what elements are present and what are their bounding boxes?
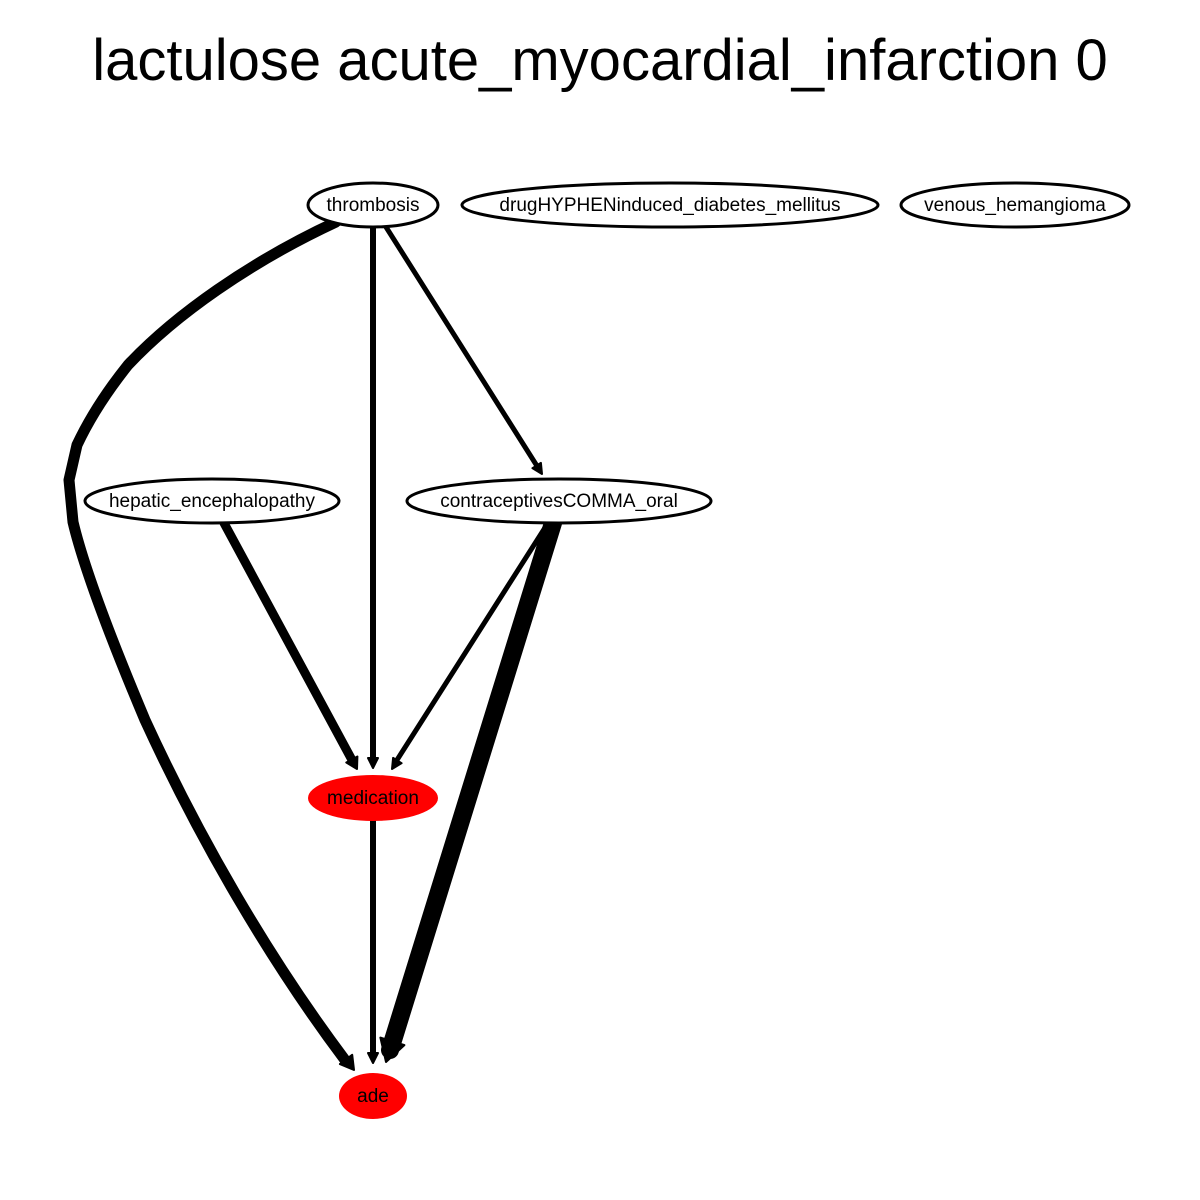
node-shape bbox=[460, 181, 880, 229]
node-label: contraceptivesCOMMA_oral bbox=[440, 491, 678, 512]
node-contraceptives_oral: contraceptivesCOMMA_oral bbox=[405, 477, 713, 525]
edge-arrowhead bbox=[379, 1036, 406, 1063]
graph-title: lactulose acute_myocardial_infarction 0 bbox=[92, 28, 1108, 93]
node-label: venous_hemangioma bbox=[924, 195, 1106, 216]
edge-line bbox=[219, 518, 357, 765]
edge-line bbox=[394, 520, 551, 763]
edge-arrowhead bbox=[367, 757, 379, 769]
edge-arrowhead bbox=[338, 1053, 355, 1071]
node-label: medication bbox=[327, 788, 419, 809]
node-ade: ade bbox=[339, 1073, 407, 1119]
node-venous_hemangioma: venous_hemangioma bbox=[899, 181, 1131, 229]
node-shape bbox=[83, 477, 341, 525]
edge-thrombosis-to-contraceptives_oral bbox=[383, 224, 543, 475]
nodes-layer: thrombosis drugHYPHENinduced_diabetes_mel… bbox=[83, 181, 1131, 1119]
node-label: thrombosis bbox=[327, 195, 420, 216]
edge-line bbox=[63, 216, 351, 1066]
edge-arrowhead bbox=[345, 755, 359, 770]
edge-arrowhead bbox=[367, 1052, 379, 1064]
node-shape bbox=[899, 181, 1131, 229]
edge-thrombosis-to-ade bbox=[63, 216, 355, 1071]
node-label: ade bbox=[357, 1086, 389, 1107]
node-shape bbox=[308, 775, 438, 821]
edge-arrowhead bbox=[391, 756, 403, 770]
edge-hepatic_encephalopathy-to-medication bbox=[219, 518, 359, 770]
node-label: hepatic_encephalopathy bbox=[109, 491, 316, 512]
node-shape bbox=[405, 477, 713, 525]
node-thrombosis: thrombosis bbox=[306, 181, 440, 229]
node-shape bbox=[339, 1073, 407, 1119]
edge-medication-to-ade bbox=[367, 818, 379, 1064]
node-shape bbox=[306, 181, 440, 229]
edge-line bbox=[381, 514, 562, 1059]
edge-contraceptives_oral-to-ade bbox=[379, 514, 562, 1063]
node-medication: medication bbox=[308, 775, 438, 821]
node-label: drugHYPHENinduced_diabetes_mellitus bbox=[499, 195, 840, 216]
edge-arrowhead bbox=[531, 461, 543, 475]
node-drug_induced_diabetes: drugHYPHENinduced_diabetes_mellitus bbox=[460, 181, 880, 229]
edge-thrombosis-to-medication bbox=[367, 224, 379, 769]
edge-contraceptives_oral-to-medication bbox=[391, 520, 551, 770]
edge-line bbox=[383, 224, 540, 469]
node-hepatic_encephalopathy: hepatic_encephalopathy bbox=[83, 477, 341, 525]
edges-layer bbox=[63, 216, 562, 1071]
